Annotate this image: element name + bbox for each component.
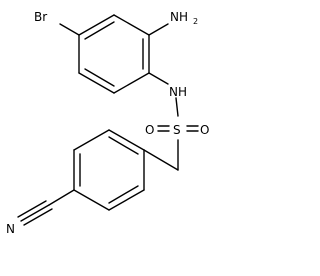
bond-ring2-c1-c2-inner (108, 136, 139, 155)
bond-triple-3 (23, 208, 53, 226)
atom-amine-n: NH (170, 10, 188, 24)
bond-ring1-c4-c5-inner (84, 68, 115, 87)
bond-ch2-ring (143, 149, 179, 171)
bond-c-nh2 (148, 23, 169, 36)
atom-br: Br (34, 10, 47, 24)
atom-amine-subscript: 2 (193, 17, 198, 26)
atom-sulfur: S (173, 123, 181, 137)
bond-ring2-c4-c5 (73, 189, 110, 211)
bond-ring1-c2-c3 (78, 14, 115, 36)
bond-ring1-c4-c5 (78, 72, 115, 94)
atom-oxygen-left: O (145, 123, 154, 137)
molecule-structure: Br NH 2 NH S O O N (6, 10, 209, 236)
bond-triple-1 (20, 204, 50, 222)
bond-ring2-c2-c3 (73, 129, 110, 151)
atom-sulfonamide-nh: NH (169, 85, 187, 99)
bond-ring2-c5-c6 (108, 189, 145, 211)
bond-c-nh (148, 72, 169, 85)
bond-ring2-c5-c6-inner (108, 185, 139, 204)
bromophenyl-ring (78, 14, 150, 94)
bond-ring1-c5-c6 (113, 72, 150, 94)
bond-nh-s (175, 97, 179, 117)
bond-ring1-c2-c3-inner (84, 21, 115, 40)
atom-oxygen-right: O (200, 123, 209, 137)
bond-ring-cn (48, 189, 75, 206)
bond-triple-2 (17, 200, 47, 218)
atom-nitrile-n: N (6, 222, 15, 236)
bond-c-br (59, 23, 80, 36)
bond-ring1-c1-c2 (113, 14, 150, 36)
cyanophenyl-ring (73, 129, 145, 211)
bond-ring2-c1-c2 (108, 129, 145, 151)
